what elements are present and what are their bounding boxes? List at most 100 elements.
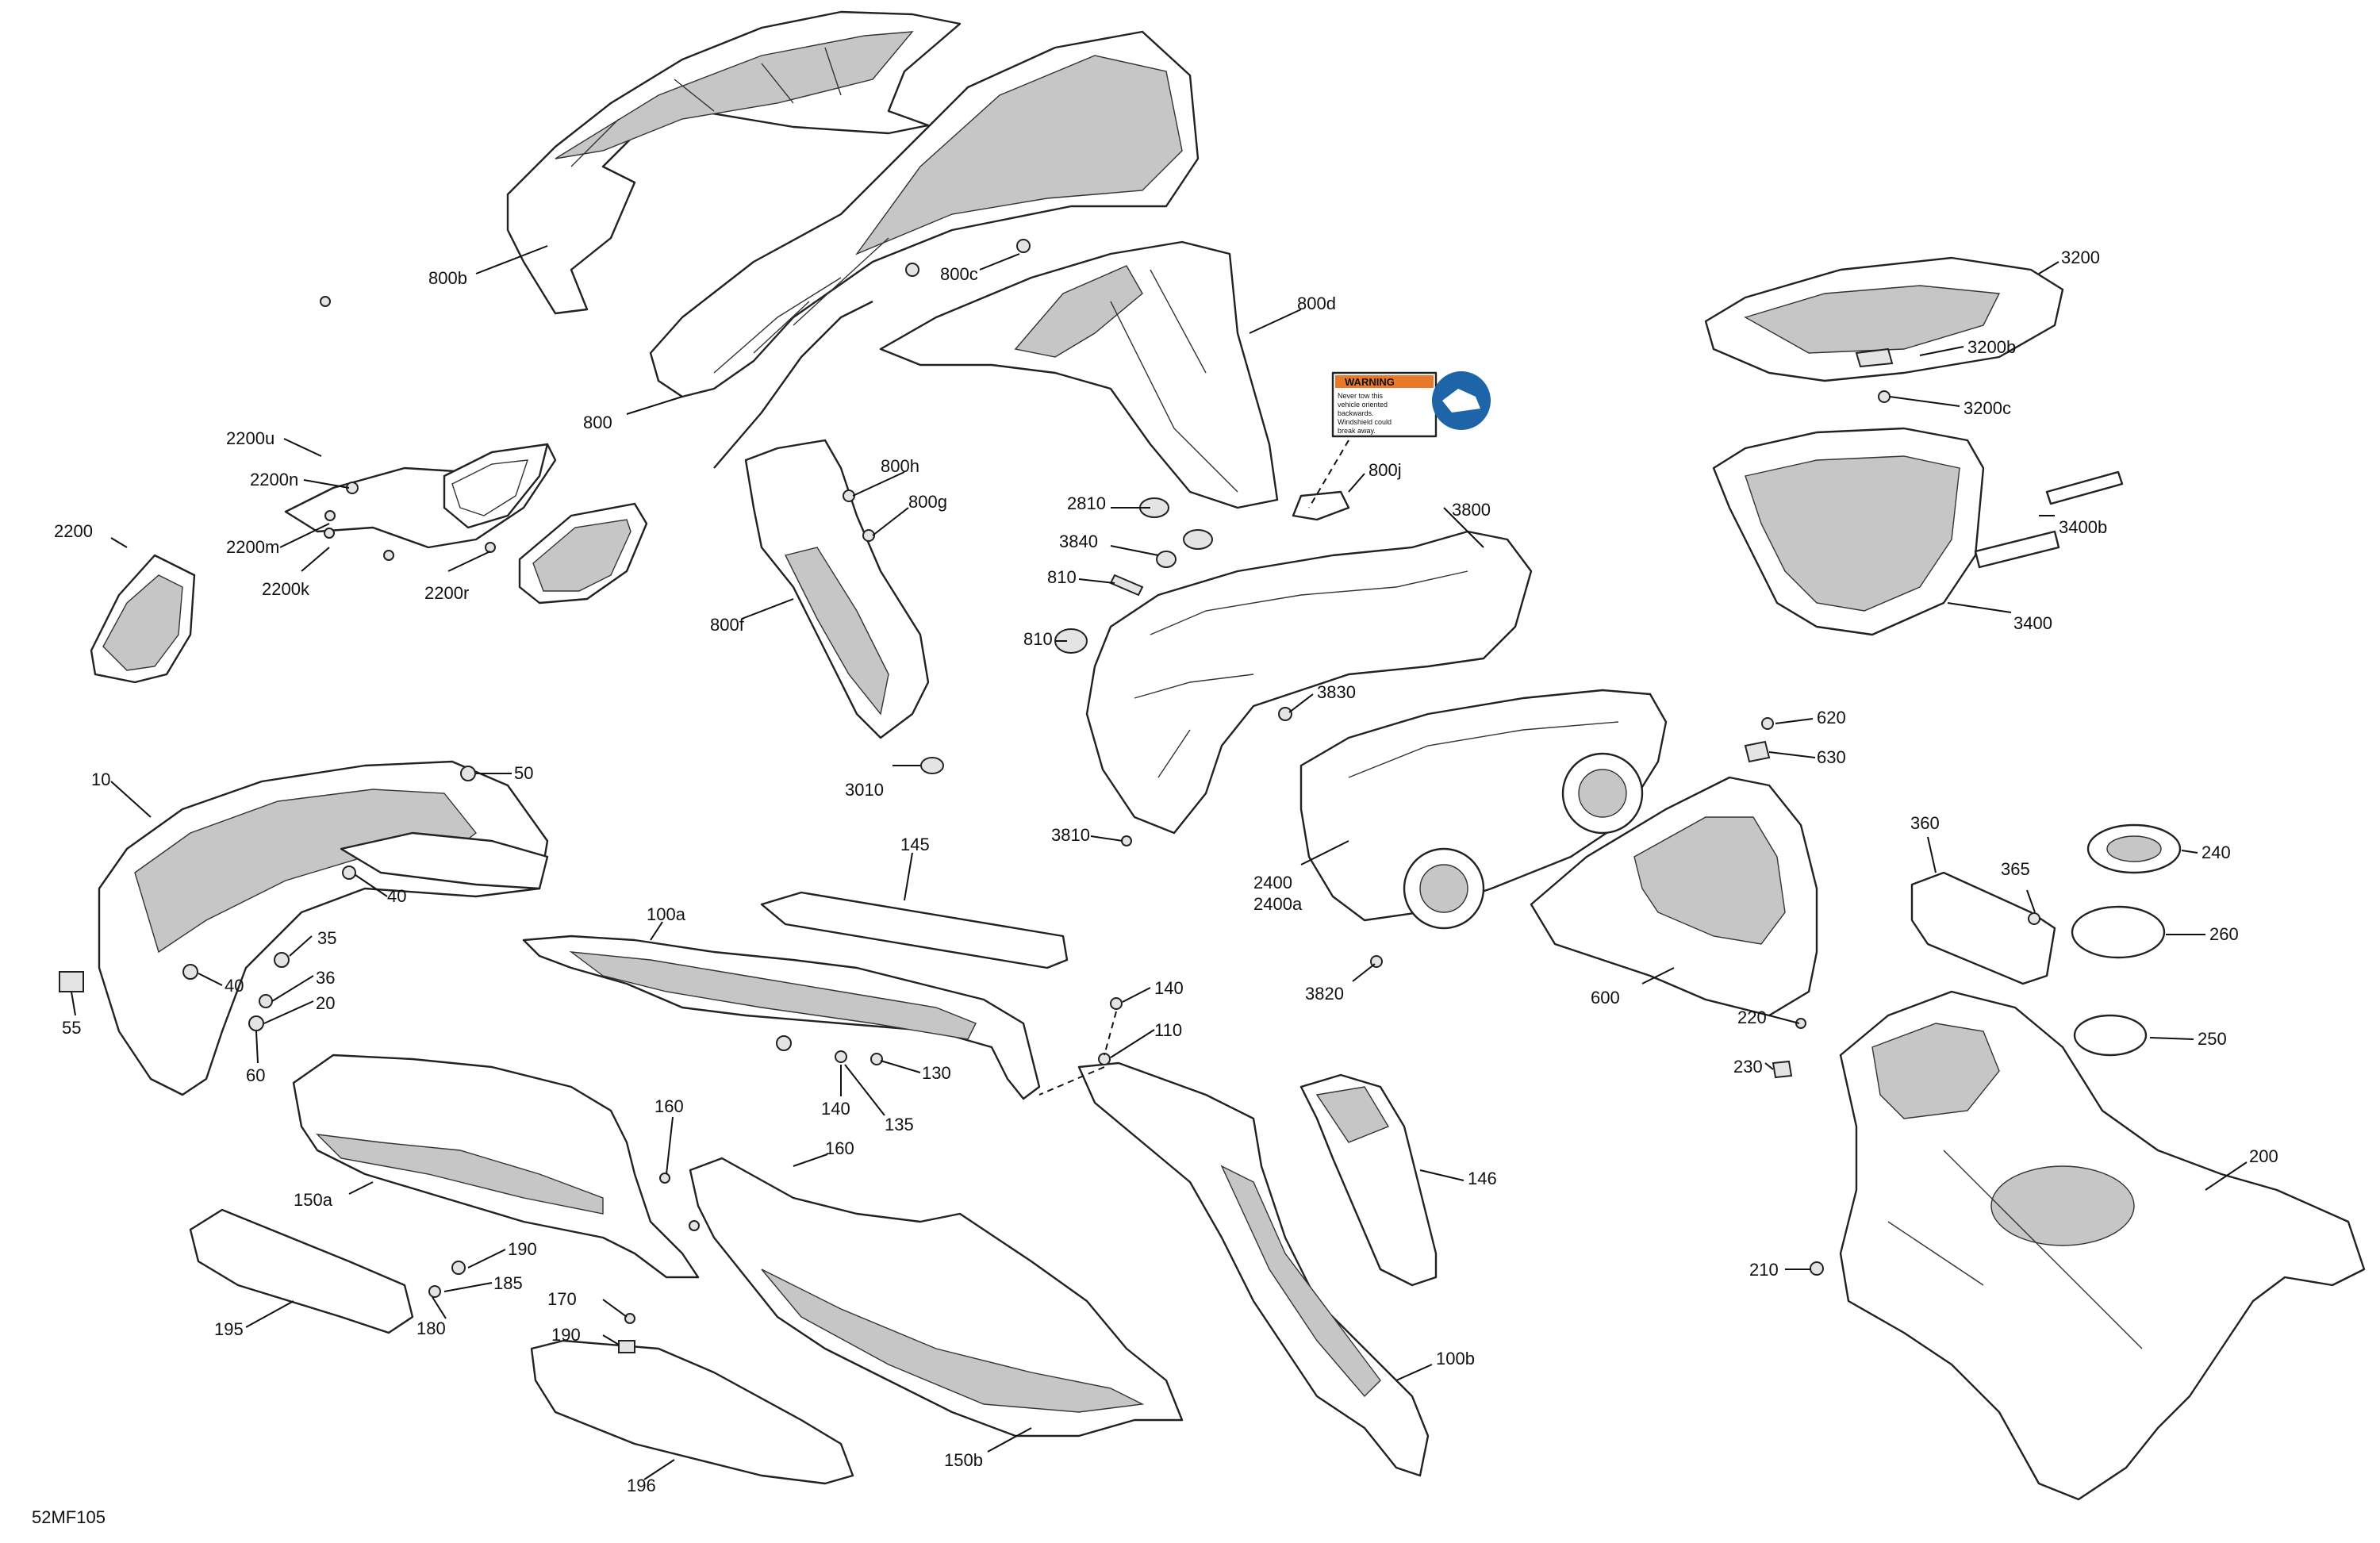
part-800d [879,240,1279,509]
callout-label: 196 [627,1476,656,1495]
callout-label: 100b [1436,1349,1475,1368]
callout-label: 160 [825,1138,854,1158]
part-10-nose [98,760,549,1096]
callout-label: 140 [1154,978,1184,998]
callout-label: 3010 [845,780,884,800]
callout-label: 2810 [1067,493,1106,513]
part-196 [530,1339,854,1485]
part-150b [689,1157,1184,1437]
decal-line: Windshield could [1338,418,1392,426]
decal-line: break away. [1338,427,1376,435]
warning-decal-text: WARNING Never tow this vehicle oriented … [1338,376,1395,435]
callout-label: 150b [944,1450,983,1470]
part-800f [744,439,930,739]
callout-label: 135 [885,1115,914,1134]
callout-label: 140 [821,1099,850,1119]
figure-code: 52MF105 [32,1507,106,1527]
callout-label: 170 [547,1289,577,1309]
callout-label: 10 [91,770,110,789]
callout-label: 36 [316,968,335,988]
callout-label: 2200 [54,521,93,541]
callout-label: 160 [654,1096,684,1116]
callout-label: 3200b [1967,337,2016,357]
callout-label: 3820 [1305,984,1344,1004]
callout-label: 50 [514,763,533,783]
callout-label: 800c [940,264,978,284]
part-100b [1077,1061,1430,1477]
callout-label: 800g [908,492,947,512]
leader-lines [71,245,2248,1480]
callout-label: 230 [1733,1057,1763,1077]
decal-header: WARNING [1345,376,1395,388]
callout-label: 800j [1368,460,1402,480]
callout-label: 240 [2202,843,2231,862]
callout-label: 220 [1737,1008,1767,1027]
callout-label: 810 [1047,567,1077,587]
callout-label: 190 [551,1325,581,1345]
callout-label: 130 [922,1063,951,1083]
callout-label: 2200m [226,537,279,557]
part-146 [1299,1073,1438,1287]
callout-label: 146 [1468,1169,1497,1188]
callout-label: 100a [647,904,686,924]
callout-label: 180 [416,1318,446,1338]
callout-label: 360 [1910,813,1940,833]
hardware-fasteners [59,239,2040,1353]
callout-label: 190 [508,1239,537,1259]
part-360-240-260-250 [1910,823,2182,1057]
callout-label: 630 [1817,747,1846,767]
decal-line: Never tow this [1338,392,1384,400]
callout-label: 2400a [1253,894,1303,914]
callout-label: 145 [900,835,930,854]
callout-label: 600 [1591,988,1620,1008]
part-800 [649,30,1200,469]
callout-label: 40 [225,976,244,996]
callout-label: 620 [1817,708,1846,727]
callout-label: 2200r [424,583,469,603]
decal-line: vehicle oriented [1338,401,1388,409]
callout-label: 195 [214,1319,244,1339]
callout-label: 800b [428,268,467,288]
callout-label: 60 [246,1065,265,1085]
decal-line: backwards. [1338,409,1374,417]
part-800j-decal [1292,371,1491,521]
part-3200-3400-storage [1704,256,2124,636]
callout-label: 810 [1023,629,1053,649]
callout-label: 800 [583,413,612,432]
part-195 [189,1208,414,1334]
part-2200-mirrors [90,443,648,684]
part-100a [522,935,1041,1100]
callout-label: 210 [1749,1260,1779,1280]
part-illustrations [59,10,2366,1501]
callout-label: 2200n [250,470,298,489]
part-150a [292,1054,700,1279]
callout-label: 40 [387,886,406,906]
callout-label: 3830 [1317,682,1356,702]
callout-label: 3400b [2059,517,2107,537]
callout-label: 20 [316,993,335,1013]
callout-labels: 800b 800c 800d 800 800h 800g 800f 800j 2… [54,248,2278,1495]
callout-label: 2200u [226,428,274,448]
callout-label: 150a [294,1190,333,1210]
part-145 [760,891,1069,969]
callout-label: 185 [493,1273,523,1293]
callout-label: 260 [2209,924,2239,944]
part-3800 [1085,530,1533,835]
part-800b [506,10,962,315]
callout-label: 3400 [2013,613,2052,633]
part-200-body [1839,990,2366,1501]
callout-label: 2400 [1253,873,1292,892]
callout-label: 3200 [2061,248,2100,267]
callout-label: 35 [317,928,336,948]
callout-label: 800d [1297,294,1336,313]
callout-label: 800f [710,615,745,635]
callout-label: 250 [2198,1029,2227,1049]
callout-label: 3840 [1059,532,1098,551]
part-600-bezel [1530,776,1818,1017]
callout-label: 55 [62,1018,81,1038]
callout-label: 3800 [1452,500,1491,520]
callout-label: 3810 [1051,825,1090,845]
callout-label: 2200k [262,579,310,599]
callout-label: 365 [2001,859,2030,879]
